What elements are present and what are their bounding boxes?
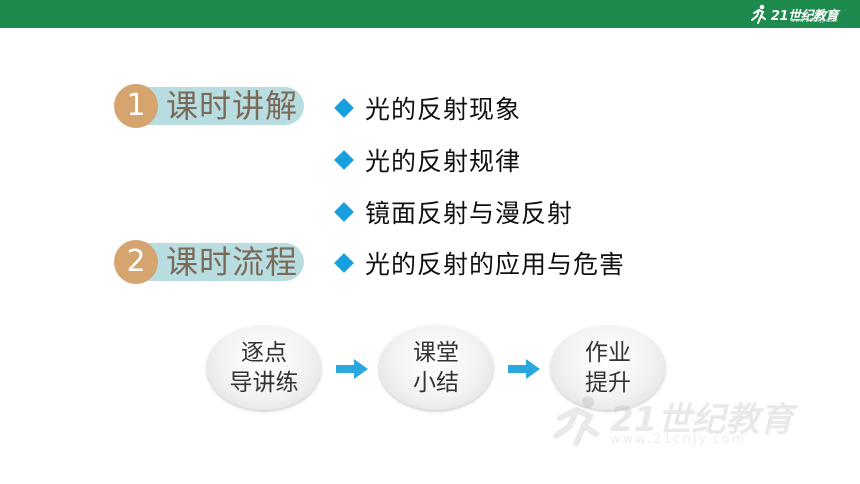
section-lesson-flow[interactable]: 2 课时流程 (114, 240, 304, 284)
section-number-badge: 2 (114, 240, 158, 284)
flow-step-point-by-point[interactable]: 逐点 导讲练 (207, 326, 321, 410)
logo-text: 21世纪教育 (770, 8, 839, 24)
flow-step-homework[interactable]: 作业 提升 (551, 326, 665, 410)
bullet-item-applications-hazards[interactable]: 光的反射的应用与危害 (333, 248, 626, 279)
right-arrow-icon (508, 359, 540, 379)
bullet-text: 光的反射现象 (365, 95, 522, 124)
section-pill (132, 243, 304, 281)
section-label: 课时讲解 (166, 87, 299, 125)
bullet-text: 光的反射规律 (365, 147, 522, 176)
top-banner: 21世纪教育 www.21cnjy.com (0, 0, 860, 28)
watermark: 21世纪教育 www.21cnjy.com (540, 390, 830, 450)
bullet-text: 镜面反射与漫反射 (365, 199, 574, 228)
bullet-text: 光的反射的应用与危害 (365, 250, 626, 279)
flow-step-line1: 逐点 (241, 340, 287, 366)
bullet-item-reflection-phenomenon[interactable]: 光的反射现象 (333, 93, 522, 124)
section-number-badge: 1 (114, 84, 158, 128)
bullet-item-reflection-law[interactable]: 光的反射规律 (333, 145, 522, 176)
diamond-bullet-icon (334, 202, 354, 222)
section-lesson-explanation[interactable]: 1 课时讲解 (114, 84, 304, 128)
flow-step-line2: 提升 (585, 370, 631, 396)
watermark-url: www.21cnjy.com (610, 432, 747, 447)
runner-watermark-icon (553, 396, 599, 446)
diamond-bullet-icon (334, 253, 354, 273)
diamond-bullet-icon (334, 150, 354, 170)
section-pill (132, 87, 304, 125)
flow-step-line1: 作业 (585, 340, 631, 366)
logo-url: www.21cnjy.com (790, 18, 838, 24)
runner-logo-icon (750, 4, 766, 24)
flow-step-line2: 导讲练 (229, 370, 299, 396)
diamond-bullet-icon (334, 98, 354, 118)
section-label: 课时流程 (166, 243, 299, 281)
right-arrow-icon (336, 359, 368, 379)
flow-step-line2: 小结 (413, 370, 459, 396)
bullet-item-specular-diffuse[interactable]: 镜面反射与漫反射 (333, 197, 574, 228)
brand-logo: 21世纪教育 www.21cnjy.com (750, 3, 839, 25)
flow-step-class-summary[interactable]: 课堂 小结 (379, 326, 493, 410)
flow-step-line1: 课堂 (413, 340, 459, 366)
watermark-text: 21世纪教育 (610, 400, 794, 440)
